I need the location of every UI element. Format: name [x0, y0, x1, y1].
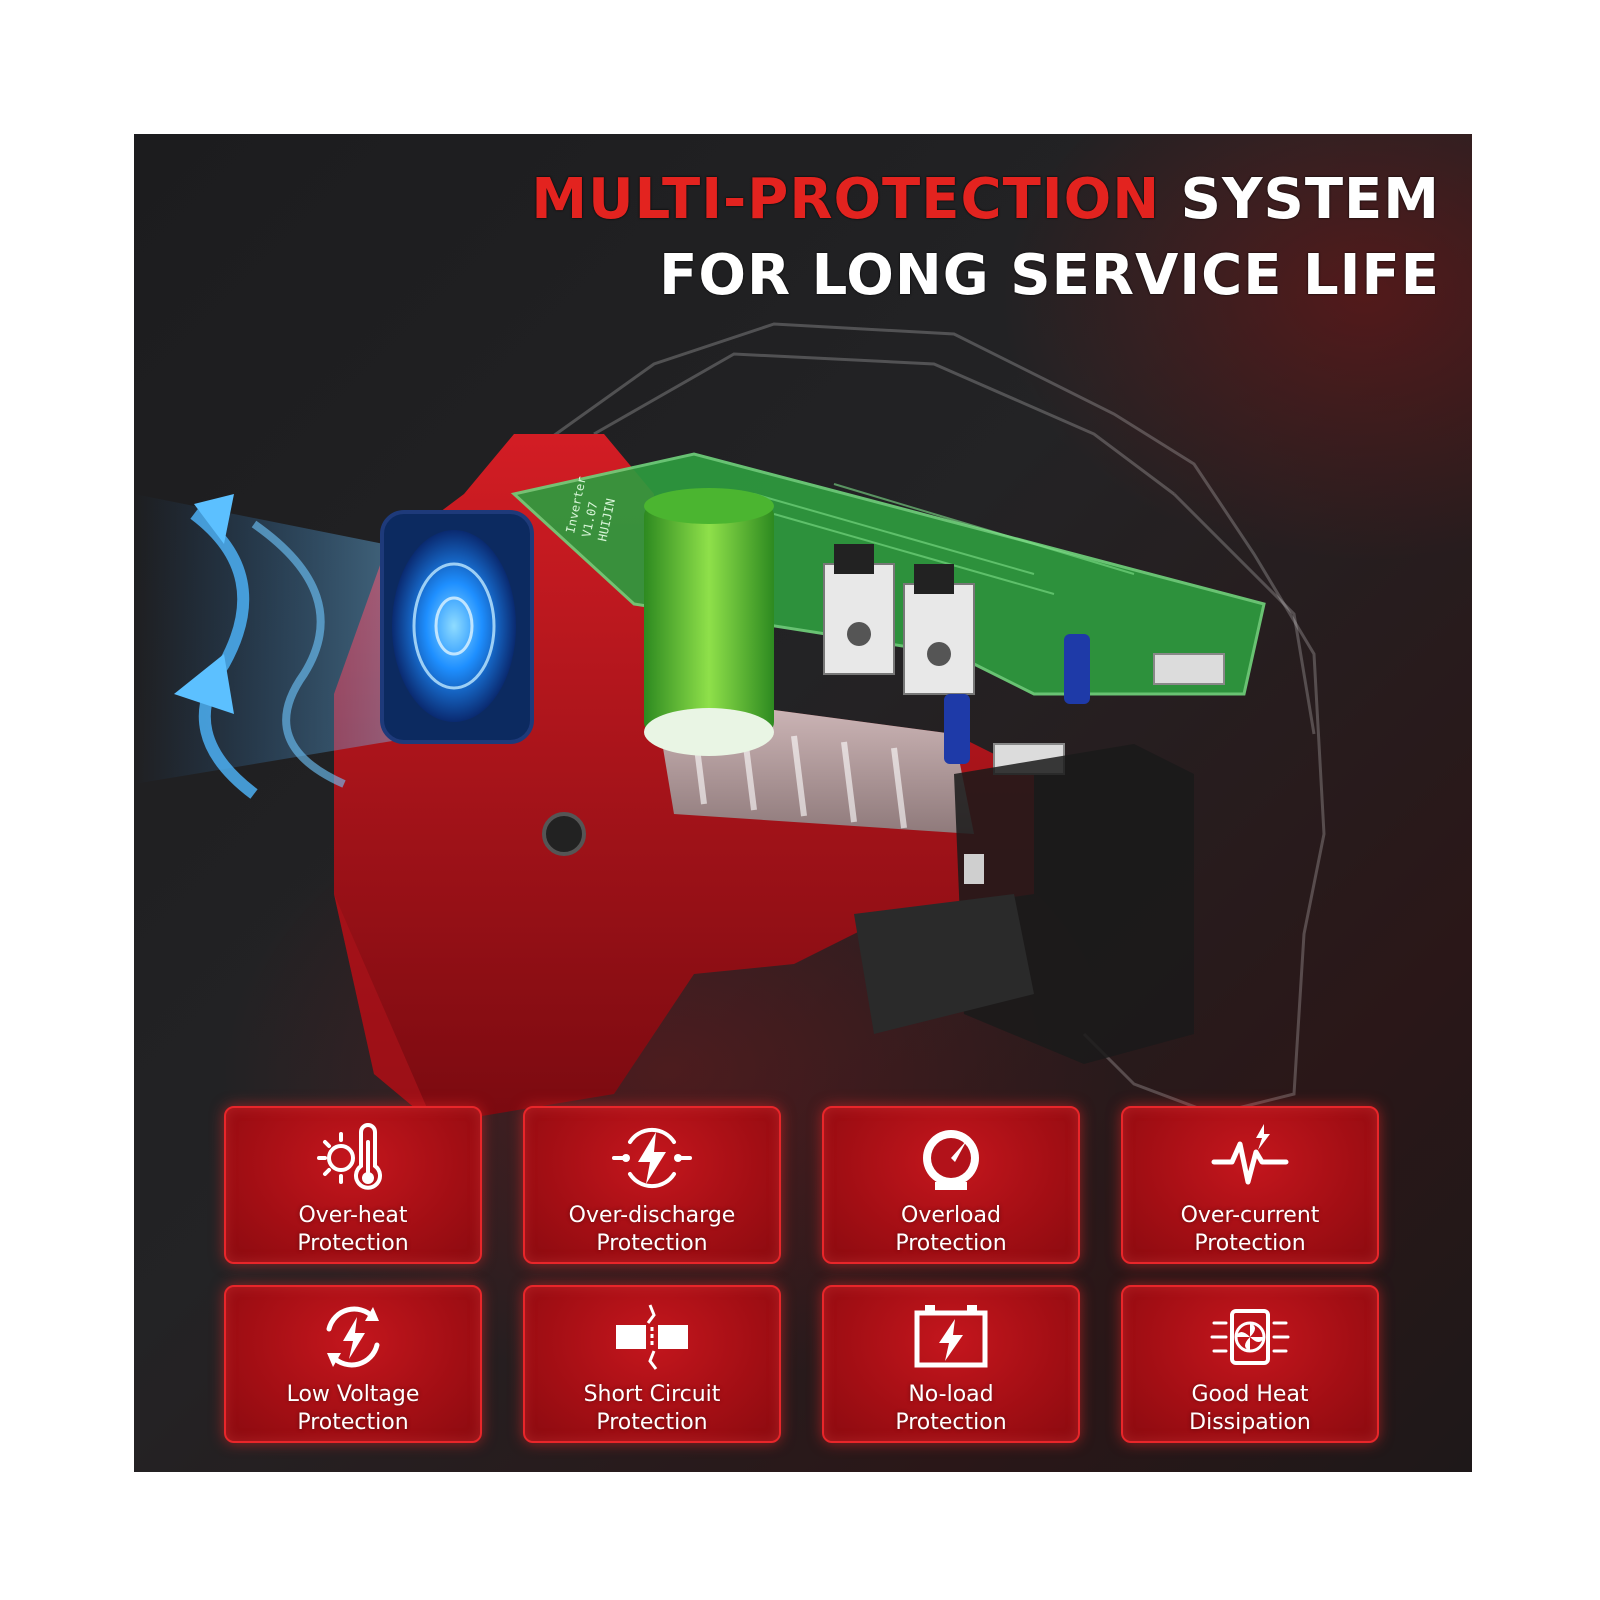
- battery-bolt-icon: [914, 1305, 988, 1368]
- airflow-rays: [134, 494, 434, 799]
- feature-label: Over-heat Protection: [297, 1203, 409, 1256]
- product-panel: Inverter V1.07 HUIJIN: [134, 134, 1472, 1472]
- outlet-block: [854, 744, 1194, 1064]
- feature-label: Short Circuit Protection: [583, 1382, 721, 1435]
- feature-card-over-current: Over-current Protection: [1121, 1106, 1379, 1264]
- cooling-fan: [380, 510, 534, 744]
- product-illustration: Inverter V1.07 HUIJIN: [134, 322, 1326, 1124]
- feature-label: Over-current Protection: [1180, 1203, 1320, 1256]
- electrolytic-capacitor: [644, 488, 774, 756]
- feature-label: Over-discharge Protection: [568, 1203, 736, 1256]
- thermometer-sun-icon: [317, 1123, 382, 1190]
- feature-label: Overload Protection: [895, 1203, 1007, 1256]
- feature-card-over-discharge: Over-discharge Protection: [523, 1106, 781, 1264]
- lightning-circuit-icon: [612, 1127, 692, 1189]
- feature-grid: Over-heat Protection Over-discharge Prot…: [224, 1106, 1380, 1443]
- feature-card-no-load: No-load Protection: [822, 1285, 1080, 1443]
- feature-card-heat-dissipation: Good Heat Dissipation: [1121, 1285, 1379, 1443]
- feature-card-over-heat: Over-heat Protection: [224, 1106, 482, 1264]
- fan-icon: [1210, 1309, 1290, 1365]
- feature-label: No-load Protection: [895, 1382, 1007, 1435]
- feature-label: Low Voltage Protection: [286, 1382, 420, 1435]
- headline-line1-rest: SYSTEM: [1160, 167, 1440, 232]
- feature-card-short-circuit: Short Circuit Protection: [523, 1285, 781, 1443]
- headline: MULTI-PROTECTION SYSTEM FOR LONG SERVICE …: [531, 162, 1440, 314]
- pulse-bolt-icon: [1211, 1124, 1289, 1185]
- gauge-icon: [923, 1130, 979, 1190]
- headline-line2: FOR LONG SERVICE LIFE: [659, 243, 1440, 308]
- small-capacitors: [944, 634, 1090, 764]
- cycle-bolt-icon: [326, 1306, 380, 1368]
- feature-card-overload: Overload Protection: [822, 1106, 1080, 1264]
- feature-card-low-voltage: Low Voltage Protection: [224, 1285, 482, 1443]
- headline-accent: MULTI-PROTECTION: [531, 167, 1161, 232]
- power-transistors: [823, 544, 975, 695]
- housing-screw: [542, 812, 586, 856]
- feature-label: Good Heat Dissipation: [1189, 1382, 1311, 1435]
- broken-wire-icon: [616, 1304, 688, 1370]
